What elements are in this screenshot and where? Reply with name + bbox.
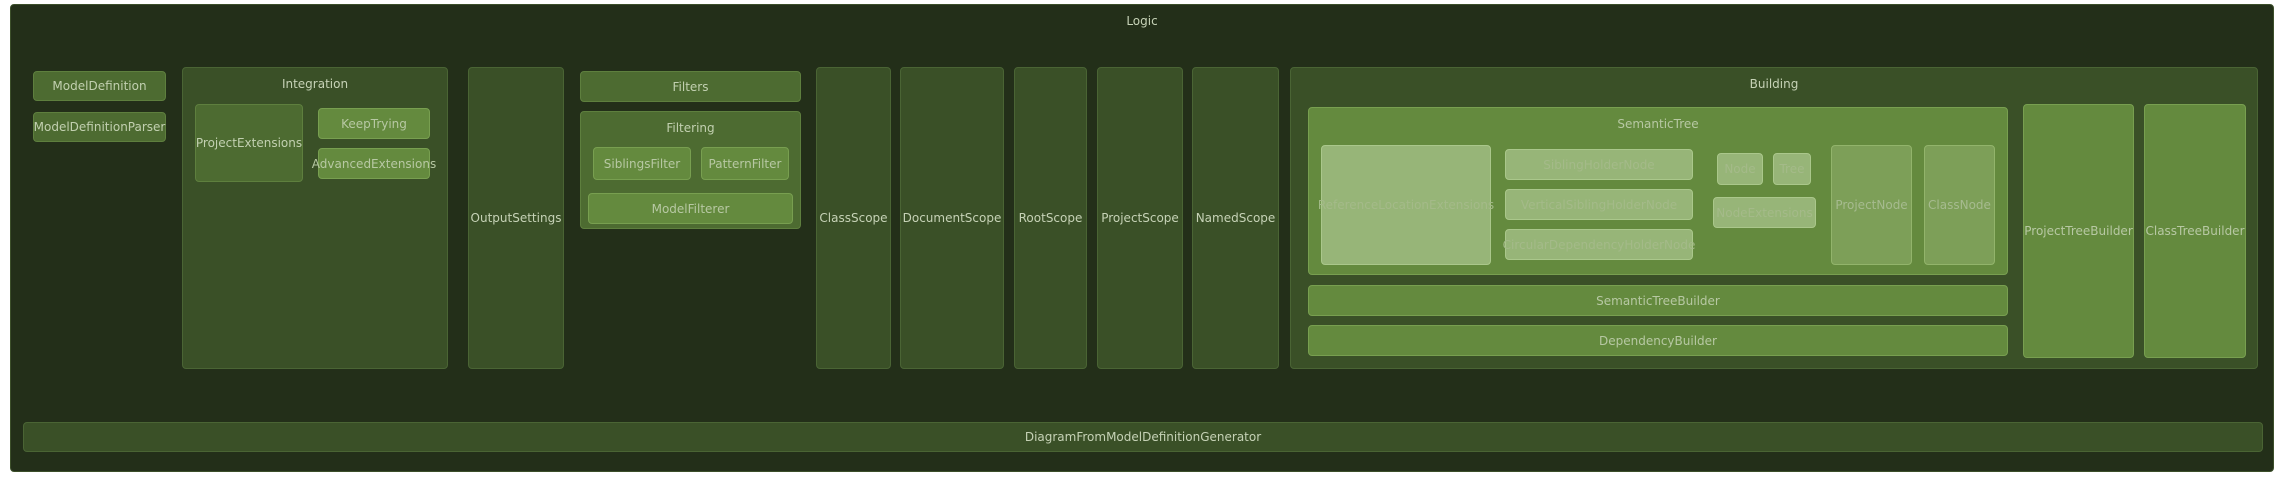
project-scope-label: ProjectScope — [1101, 211, 1179, 225]
model-definition-parser-node[interactable]: ModelDefinitionParser — [33, 112, 166, 142]
vertical-sibling-holder-node[interactable]: VerticalSiblingHolderNode — [1505, 189, 1693, 220]
model-definition-label: ModelDefinition — [52, 79, 147, 93]
pattern-filter-node[interactable]: PatternFilter — [701, 147, 789, 180]
output-settings-label: OutputSettings — [470, 211, 562, 225]
semantic-tree-builder-label: SemanticTreeBuilder — [1596, 293, 1720, 308]
logic-label: Logic — [1126, 14, 1158, 28]
document-scope-node[interactable]: DocumentScope — [900, 67, 1004, 369]
dependency-builder-node[interactable]: DependencyBuilder — [1308, 325, 2008, 356]
project-extensions-node[interactable]: ProjectExtensions — [195, 104, 303, 182]
diagram-generator-label: DiagramFromModelDefinitionGenerator — [1024, 430, 1262, 444]
filters-label: Filters — [672, 79, 709, 94]
filtering-label: Filtering — [666, 121, 715, 135]
node-extensions-label: NodeExtensions — [1716, 205, 1813, 220]
diagram-generator-node[interactable]: DiagramFromModelDefinitionGenerator — [23, 422, 2263, 452]
node-node[interactable]: Node — [1717, 153, 1763, 185]
class-scope-node[interactable]: ClassScope — [816, 67, 891, 369]
project-node-label: ProjectNode — [1835, 198, 1908, 212]
integration-label: Integration — [281, 77, 349, 91]
vertical-sibling-holder-node-label: VerticalSiblingHolderNode — [1520, 197, 1678, 212]
reference-location-extensions-label: ReferenceLocationExtensions — [1317, 198, 1495, 212]
tree-node[interactable]: Tree — [1773, 153, 1811, 185]
project-tree-builder-label: ProjectTreeBuilder — [2024, 224, 2133, 238]
reference-location-extensions-node[interactable]: ReferenceLocationExtensions — [1317, 145, 1495, 265]
class-node-node[interactable]: ClassNode — [1924, 145, 1995, 265]
document-scope-label: DocumentScope — [902, 211, 1002, 225]
class-tree-builder-label: ClassTreeBuilder — [2145, 224, 2245, 238]
keep-trying-label: KeepTrying — [341, 116, 407, 131]
sibling-holder-node-label: SiblingHolderNode — [1543, 157, 1655, 172]
class-scope-label: ClassScope — [819, 211, 888, 225]
building-label: Building — [1749, 77, 1799, 91]
root-scope-node[interactable]: RootScope — [1014, 67, 1087, 369]
output-settings-node[interactable]: OutputSettings — [468, 67, 564, 369]
semantic-tree-label: SemanticTree — [1617, 117, 1699, 131]
class-tree-builder-node[interactable]: ClassTreeBuilder — [2144, 104, 2246, 358]
project-node-node[interactable]: ProjectNode — [1831, 145, 1912, 265]
project-tree-builder-node[interactable]: ProjectTreeBuilder — [2023, 104, 2134, 358]
circular-dependency-holder-node-label: CircularDependencyHolderNode — [1502, 237, 1696, 252]
tree-label: Tree — [1779, 162, 1805, 176]
node-label: Node — [1724, 162, 1756, 176]
pattern-filter-label: PatternFilter — [708, 156, 782, 171]
advanced-extensions-label: AdvancedExtensions — [311, 156, 437, 171]
named-scope-node[interactable]: NamedScope — [1192, 67, 1279, 369]
advanced-extensions-node[interactable]: AdvancedExtensions — [312, 148, 436, 179]
project-scope-node[interactable]: ProjectScope — [1097, 67, 1183, 369]
model-filterer-label: ModelFilterer — [651, 201, 730, 216]
sibling-holder-node[interactable]: SiblingHolderNode — [1505, 149, 1693, 180]
node-extensions-node[interactable]: NodeExtensions — [1713, 197, 1816, 228]
dependency-builder-label: DependencyBuilder — [1599, 333, 1717, 348]
model-definition-parser-label: ModelDefinitionParser — [33, 120, 166, 134]
named-scope-label: NamedScope — [1195, 211, 1276, 225]
siblings-filter-node[interactable]: SiblingsFilter — [593, 147, 691, 180]
class-node-label: ClassNode — [1928, 198, 1991, 212]
project-extensions-label: ProjectExtensions — [195, 136, 303, 150]
root-scope-label: RootScope — [1018, 211, 1083, 225]
model-filterer-node[interactable]: ModelFilterer — [588, 193, 793, 224]
semantic-tree-builder-node[interactable]: SemanticTreeBuilder — [1308, 285, 2008, 316]
filters-node[interactable]: Filters — [580, 71, 801, 102]
circular-dependency-holder-node[interactable]: CircularDependencyHolderNode — [1502, 229, 1696, 260]
keep-trying-node[interactable]: KeepTrying — [318, 108, 430, 139]
model-definition-node[interactable]: ModelDefinition — [33, 71, 166, 101]
siblings-filter-label: SiblingsFilter — [603, 156, 681, 171]
